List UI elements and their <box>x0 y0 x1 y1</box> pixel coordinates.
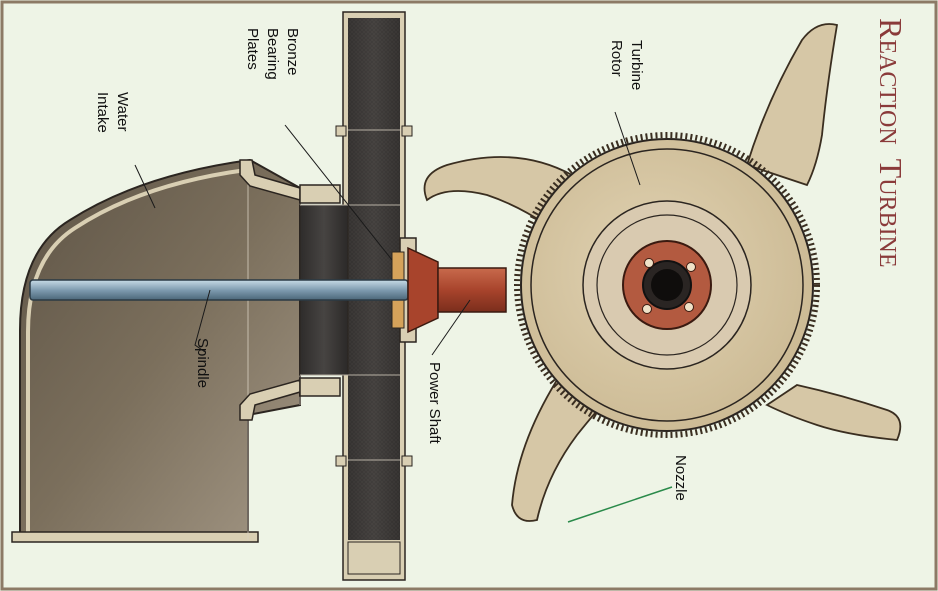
power-shaft <box>407 246 507 334</box>
label-water-intake-line1: Water <box>114 92 131 131</box>
label-spindle: Spindle <box>194 338 211 388</box>
label-bronze-line1: Bronze <box>284 28 301 76</box>
label-nozzle: Nozzle <box>672 455 689 501</box>
leader-water-intake <box>134 164 156 209</box>
title-initial-r: R <box>873 18 909 40</box>
hub-bolt <box>644 258 654 268</box>
label-bronze-bearing-plates: Bronze Bearing Plates <box>244 28 301 80</box>
page-title: REACTION TURBINE <box>873 18 909 268</box>
label-bronze-line2: Bearing <box>264 28 281 80</box>
leader-power-shaft <box>431 299 471 356</box>
rotor-inner-ring <box>530 148 804 422</box>
upper-gate-flange <box>239 159 341 204</box>
label-power-shaft-text: Power Shaft <box>426 362 443 445</box>
hub-bolt <box>642 304 652 314</box>
rotor-hub-inner-ring <box>596 214 738 356</box>
label-turbine-rotor-line1: Turbine <box>628 40 645 90</box>
label-turbine-rotor-line2: Rotor <box>608 40 625 77</box>
leader-turbine-rotor <box>614 111 641 186</box>
leader-bronze-bearing <box>284 124 393 261</box>
rotor-blade <box>765 384 902 441</box>
rotor-blade <box>511 378 609 522</box>
label-water-intake-line2: Intake <box>94 92 111 133</box>
leader-nozzle <box>567 486 673 523</box>
label-bronze-line3: Plates <box>244 28 261 70</box>
label-water-intake: Water Intake <box>94 92 131 133</box>
label-spindle-text: Spindle <box>194 338 211 388</box>
label-nozzle-text: Nozzle <box>672 455 689 501</box>
leader-lines <box>134 111 641 356</box>
title-rest-eaction: EACTION <box>874 39 900 144</box>
lower-gate-flange <box>239 377 341 421</box>
svg-text:REACTIONTURBINE: REACTION TURBINE <box>873 18 909 268</box>
hub-bolt <box>686 262 696 272</box>
label-power-shaft: Power Shaft <box>426 362 443 445</box>
rotor-rim-teeth <box>514 132 820 438</box>
spindle <box>29 279 409 301</box>
turbine-rotor <box>423 23 902 522</box>
label-turbine-rotor: Turbine Rotor <box>608 40 645 90</box>
leader-spindle <box>194 289 211 353</box>
title-initial-t: T <box>873 159 909 179</box>
rotor-bore <box>651 269 683 301</box>
hub-bolt <box>684 302 694 312</box>
rotor-blade <box>745 23 839 187</box>
title-rest-urbine: URBINE <box>874 178 900 267</box>
